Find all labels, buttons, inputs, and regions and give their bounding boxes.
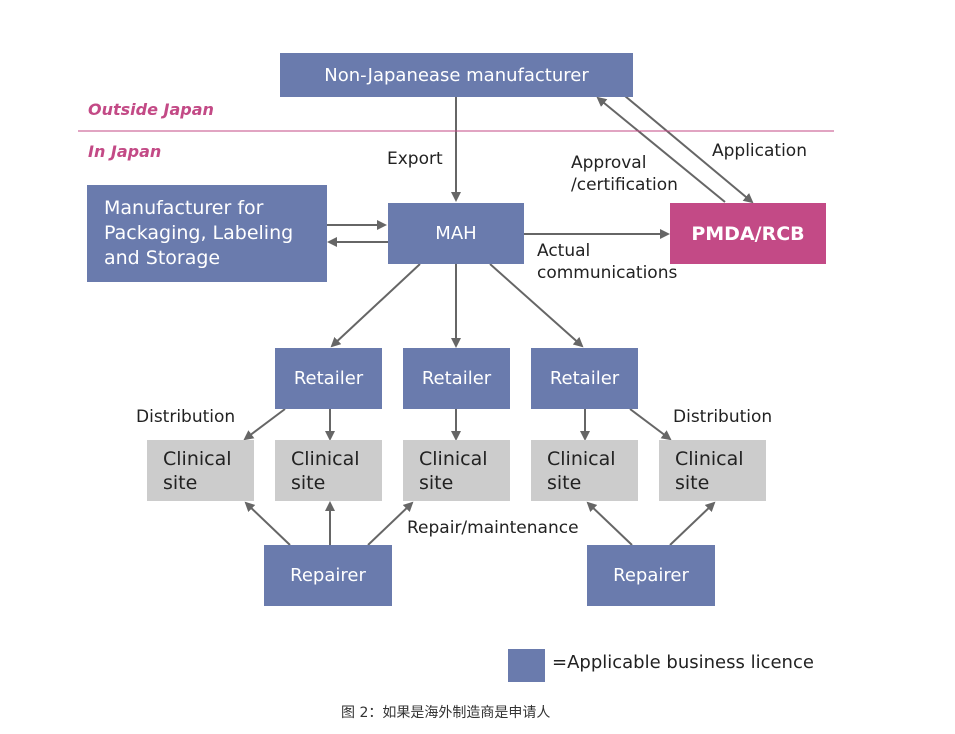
node-mah: MAH (388, 203, 524, 264)
arrow-repair-4 (586, 501, 633, 546)
label-line: Actual (537, 241, 591, 261)
label-repair-maintenance: Repair/maintenance (407, 518, 579, 538)
legend-label: =Applicable business licence (552, 652, 814, 673)
label-application: Application (712, 141, 807, 161)
node-non-japanese-manufacturer: Non-Japanease manufacturer (280, 53, 633, 97)
node-label-line: site (419, 471, 454, 494)
zone-in-japan: In Japan (88, 142, 162, 161)
label-line: Approval (571, 153, 647, 173)
arrow-approval (596, 96, 726, 203)
label-line: /certification (571, 175, 678, 195)
arrow-application (624, 95, 754, 204)
node-repairer-2: Repairer (587, 545, 715, 606)
node-label-line: Clinical (547, 447, 616, 470)
node-label-line: Manufacturer for (104, 197, 264, 219)
node-repairer-1: Repairer (264, 545, 392, 606)
node-label-line: Clinical (163, 447, 232, 470)
arrow-repair-3 (367, 501, 414, 546)
node-label-line: Packaging, Labeling (104, 222, 294, 244)
node-label-line: site (547, 471, 582, 494)
node-label: Repairer (290, 565, 366, 586)
label-distribution-right: Distribution (673, 407, 773, 427)
node-label-line: site (675, 471, 710, 494)
arrow-repair-1 (244, 501, 291, 546)
arrow-distribution-right (629, 408, 672, 441)
zone-outside-japan: Outside Japan (88, 100, 214, 119)
label-distribution-left: Distribution (136, 407, 236, 427)
node-label-line: and Storage (104, 247, 221, 269)
label-line: communications (537, 263, 678, 283)
node-label: Retailer (293, 368, 364, 389)
node-label-line: Clinical (291, 447, 360, 470)
node-label: Retailer (421, 368, 492, 389)
node-label: MAH (435, 223, 477, 244)
node-label: PMDA/RCB (691, 222, 805, 245)
node-label-line: site (291, 471, 326, 494)
arrow-mah-retailer-3 (489, 263, 584, 348)
node-manufacturer-packaging: Manufacturer for Packaging, Labeling and… (87, 185, 327, 282)
node-label: Retailer (549, 368, 620, 389)
node-retailer-1: Retailer (275, 348, 382, 409)
node-retailer-2: Retailer (403, 348, 510, 409)
node-label: Repairer (613, 565, 689, 586)
node-pmda-rcb: PMDA/RCB (670, 203, 826, 264)
node-label-line: Clinical (419, 447, 488, 470)
label-approval: Approval /certification (571, 152, 678, 196)
arrow-mah-retailer-1 (330, 263, 421, 348)
arrow-distribution-left (243, 408, 286, 441)
node-label: Non-Japanease manufacturer (324, 64, 589, 86)
arrow-repair-5 (669, 501, 716, 546)
figure-caption: 图 2：如果是海外制造商是申请人 (341, 705, 551, 721)
legend-swatch (508, 649, 545, 682)
node-retailer-3: Retailer (531, 348, 638, 409)
label-actual-communications: Actual communications (537, 240, 677, 284)
node-label-line: site (163, 471, 198, 494)
node-label-line: Clinical (675, 447, 744, 470)
label-export: Export (387, 149, 443, 169)
